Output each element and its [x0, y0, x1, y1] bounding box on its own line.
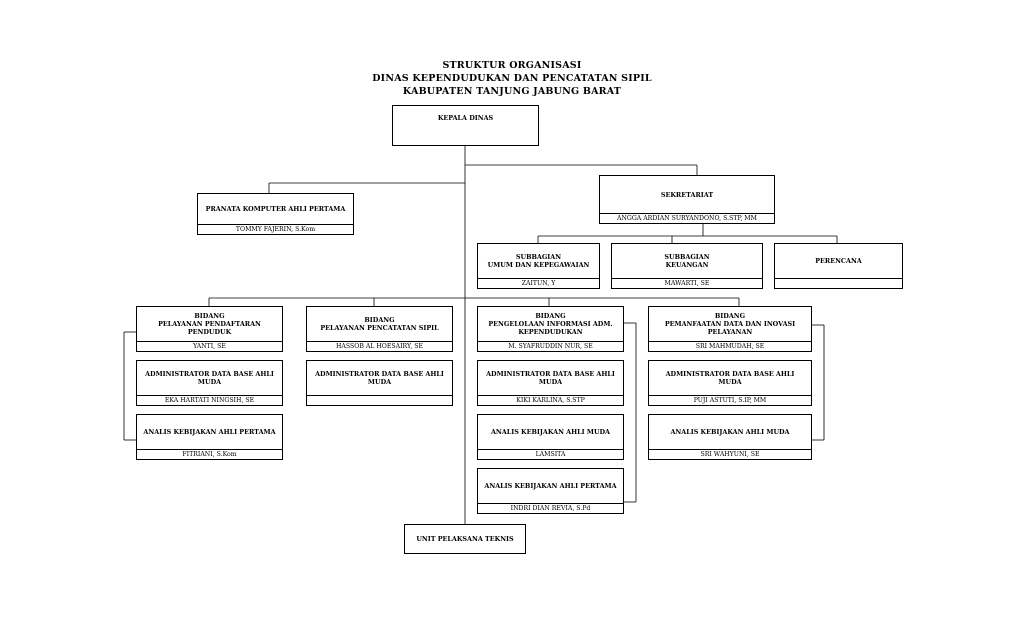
subbagian-keuangan-name: MAWARTI, SE [612, 278, 762, 288]
bidang-pelayanan-pendaftaran-title: BIDANG PELAYANAN PENDAFTARAN PENDUDUK [158, 312, 261, 336]
pranata-komputer-title: PRANATA KOMPUTER AHLI PERTAMA [205, 205, 346, 213]
sekretariat-box: SEKRETARIAT ANGGA ARDIAN SURYANDONO, S.S… [599, 175, 775, 224]
bidang3-analis-pertama-box: ANALIS KEBIJAKAN AHLI PERTAMA INDRI DIAN… [477, 468, 624, 514]
bidang-pencatatan-sipil-title: BIDANG PELAYANAN PENCATATAN SIPIL [320, 316, 439, 332]
chart-title-line-1: STRUKTUR ORGANISASI [442, 60, 582, 71]
chart-title-line-2: DINAS KEPENDUDUKAN DAN PENCATATAN SIPIL [372, 73, 652, 84]
kepala-dinas-box: KEPALA DINAS [392, 105, 539, 146]
bidang-pemanfaatan-data-box: BIDANG PEMANFAATAN DATA DAN INOVASI PELA… [648, 306, 812, 352]
subbagian-keuangan-box: SUBBAGIAN KEUANGAN MAWARTI, SE [611, 243, 763, 289]
bidang3-analis-muda-name: LAMSITA [478, 449, 623, 459]
bidang4-administrator-title: ADMINISTRATOR DATA BASE AHLI MUDA [665, 370, 795, 386]
subbagian-umum-title: SUBBAGIAN UMUM DAN KEPEGAWAIAN [487, 253, 590, 269]
pranata-komputer-name: TOMMY FAJERIN, S.Kom [198, 224, 353, 234]
bidang-pelayanan-pendaftaran-box: BIDANG PELAYANAN PENDAFTARAN PENDUDUK YA… [136, 306, 283, 352]
bidang4-administrator-name: PUJI ASTUTI, S.IP, MM [649, 395, 811, 405]
bidang-pengelolaan-informasi-name: M. SYAFRUDDIN NUR, SE [478, 341, 623, 351]
perencana-box: PERENCANA [774, 243, 903, 289]
bidang3-analis-pertama-title: ANALIS KEBIJAKAN AHLI PERTAMA [484, 482, 617, 490]
bidang3-administrator-name: KIKI KARLINA, S.STP [478, 395, 623, 405]
bidang-pengelolaan-informasi-title: BIDANG PENGELOLAAN INFORMASI ADM. KEPEND… [488, 312, 613, 336]
bidang3-administrator-box: ADMINISTRATOR DATA BASE AHLI MUDA KIKI K… [477, 360, 624, 406]
kepala-dinas-title: KEPALA DINAS [437, 114, 494, 122]
bidang3-administrator-title: ADMINISTRATOR DATA BASE AHLI MUDA [486, 370, 615, 386]
bidang-pengelolaan-informasi-box: BIDANG PENGELOLAAN INFORMASI ADM. KEPEND… [477, 306, 624, 352]
bidang1-administrator-title: ADMINISTRATOR DATA BASE AHLI MUDA [145, 370, 274, 386]
bidang1-analis-title: ANALIS KEBIJAKAN AHLI PERTAMA [143, 428, 276, 436]
bidang-pemanfaatan-data-name: SRI MAHMUDAH, SE [649, 341, 811, 351]
bidang1-analis-box: ANALIS KEBIJAKAN AHLI PERTAMA FITRIANI, … [136, 414, 283, 460]
bidang4-analis-box: ANALIS KEBIJAKAN AHLI MUDA SRI WAHYUNI, … [648, 414, 812, 460]
bidang-pencatatan-sipil-name: HASSOB AL HOESAIRY, SE [307, 341, 452, 351]
subbagian-keuangan-title: SUBBAGIAN KEUANGAN [664, 253, 710, 269]
bidang4-analis-name: SRI WAHYUNI, SE [649, 449, 811, 459]
bidang-pencatatan-sipil-box: BIDANG PELAYANAN PENCATATAN SIPIL HASSOB… [306, 306, 453, 352]
bidang2-administrator-box: ADMINISTRATOR DATA BASE AHLI MUDA [306, 360, 453, 406]
chart-title-line-3: KABUPATEN TANJUNG JABUNG BARAT [402, 86, 622, 97]
bidang4-analis-title: ANALIS KEBIJAKAN AHLI MUDA [670, 428, 790, 436]
unit-pelaksana-teknis-box: UNIT PELAKSANA TEKNIS [404, 524, 526, 554]
bidang1-administrator-box: ADMINISTRATOR DATA BASE AHLI MUDA EKA HA… [136, 360, 283, 406]
subbagian-umum-box: SUBBAGIAN UMUM DAN KEPEGAWAIAN ZAITUN, Y [477, 243, 600, 289]
bidang4-administrator-box: ADMINISTRATOR DATA BASE AHLI MUDA PUJI A… [648, 360, 812, 406]
sekretariat-title: SEKRETARIAT [660, 190, 714, 199]
bidang3-analis-muda-title: ANALIS KEBIJAKAN AHLI MUDA [490, 428, 611, 436]
bidang3-analis-pertama-name: INDRI DIAN REVIA, S.Pd [478, 503, 623, 513]
bidang1-analis-name: FITRIANI, S.Kom [137, 449, 282, 459]
bidang2-administrator-name [307, 395, 452, 405]
unit-pelaksana-teknis-title: UNIT PELAKSANA TEKNIS [416, 535, 514, 543]
bidang3-analis-muda-box: ANALIS KEBIJAKAN AHLI MUDA LAMSITA [477, 414, 624, 460]
bidang-pemanfaatan-data-title: BIDANG PEMANFAATAN DATA DAN INOVASI PELA… [664, 312, 796, 336]
subbagian-umum-name: ZAITUN, Y [478, 278, 599, 288]
sekretariat-name: ANGGA ARDIAN SURYANDONO, S.STP, MM [600, 213, 774, 223]
perencana-title: PERENCANA [815, 257, 862, 265]
bidang1-administrator-name: EKA HARTATI NINGSIH, SE [137, 395, 282, 405]
pranata-komputer-box: PRANATA KOMPUTER AHLI PERTAMA TOMMY FAJE… [197, 193, 354, 235]
bidang2-administrator-title: ADMINISTRATOR DATA BASE AHLI MUDA [315, 370, 444, 386]
bidang-pelayanan-pendaftaran-name: YANTI, SE [137, 341, 282, 351]
perencana-name [775, 278, 902, 288]
